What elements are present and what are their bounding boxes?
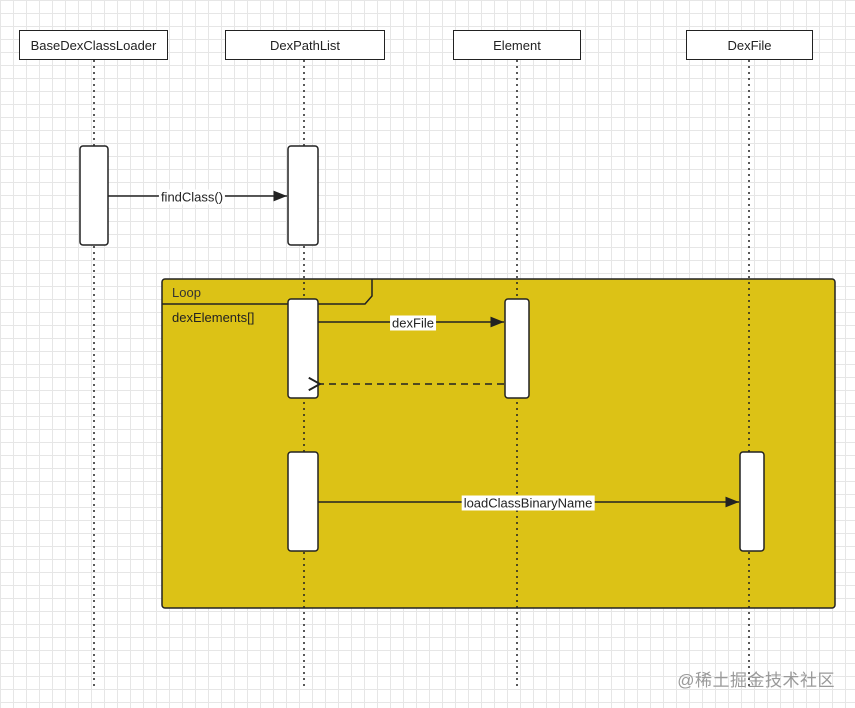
lifeline-head-dexpathlist[interactable]: DexPathList — [225, 30, 385, 60]
loop-frame-tab — [162, 279, 373, 305]
lifeline-head-element[interactable]: Element — [453, 30, 581, 60]
activation-dexfile[interactable] — [739, 451, 765, 552]
activation-dexpathlist-2[interactable] — [287, 298, 319, 399]
activation-element[interactable] — [504, 298, 530, 399]
watermark: @稀土掘金技术社区 — [677, 671, 835, 690]
message-dexfile-label: dexFile — [390, 315, 436, 331]
loop-guard-label: dexElements[] — [172, 310, 255, 325]
activation-dexpathlist-3[interactable] — [287, 451, 319, 552]
message-loadclassbinaryname-label: loadClassBinaryName — [461, 495, 595, 511]
lifeline-head-dexfile[interactable]: DexFile — [686, 30, 813, 60]
message-findclass-label: findClass() — [158, 189, 226, 205]
loop-frame[interactable] — [161, 278, 836, 609]
activation-dexpathlist-1[interactable] — [287, 145, 319, 246]
loop-operator-label: Loop — [172, 285, 201, 300]
lifeline-head-basedexclassloader[interactable]: BaseDexClassLoader — [19, 30, 168, 60]
activation-basedexclassloader[interactable] — [79, 145, 109, 246]
